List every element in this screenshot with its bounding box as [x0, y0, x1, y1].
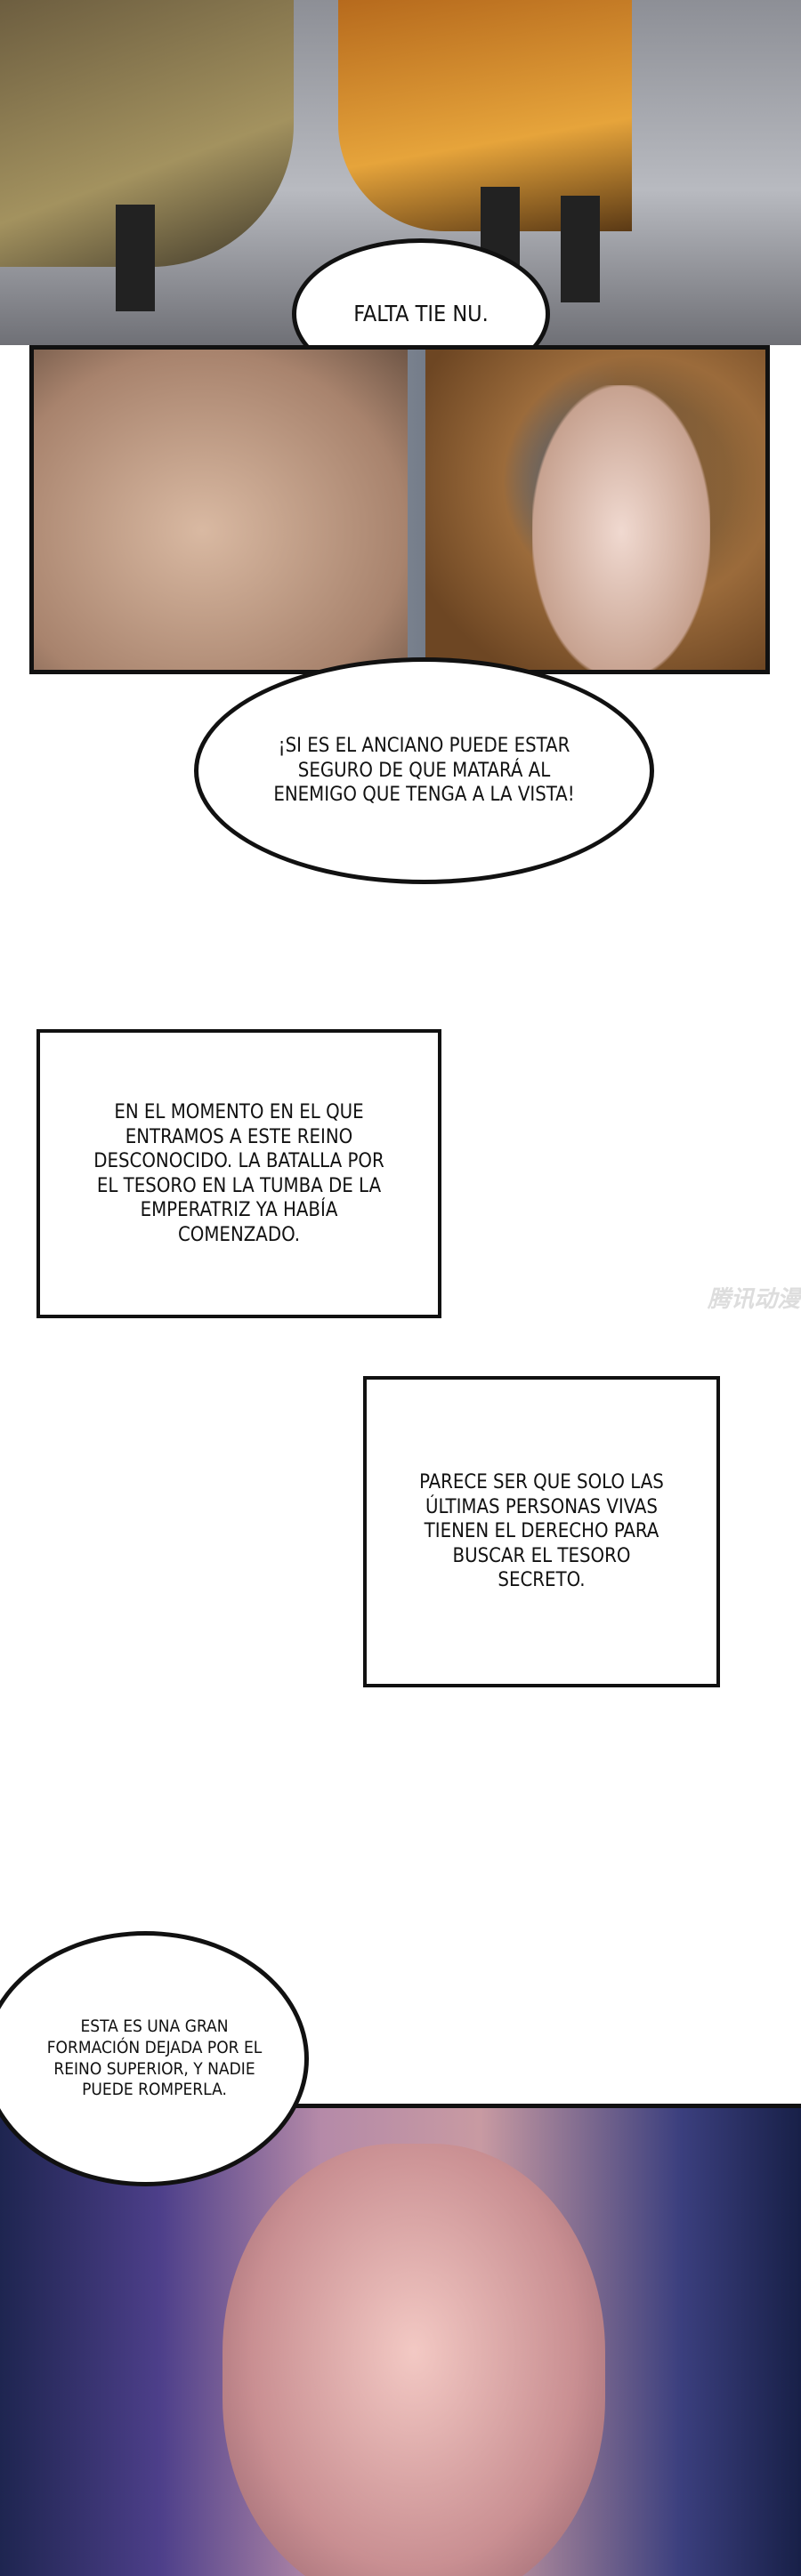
speech-bubble-2: ¡SI ES EL ANCIANO PUEDE ESTAR SEGURO DE … — [194, 657, 654, 884]
elder-face — [34, 350, 408, 670]
watermark: 腾讯动漫 — [708, 1286, 801, 1313]
speech-bubble-3: ESTA ES UNA GRAN FORMACIÓN DEJADA POR EL… — [0, 1931, 309, 2186]
bubble-text: ¡SI ES EL ANCIANO PUEDE ESTAR SEGURO DE … — [273, 735, 575, 807]
caption-box-1: EN EL MOMENTO EN EL QUE ENTRAMOS A ESTE … — [36, 1029, 441, 1318]
caption-text: EN EL MOMENTO EN EL QUE ENTRAMOS A ESTE … — [93, 1101, 384, 1246]
bubble-text: FALTA TIE NU. — [353, 301, 489, 327]
caption-text: PARECE SER QUE SOLO LAS ÚLTIMAS PERSONAS… — [419, 1471, 664, 1592]
leg — [561, 196, 600, 302]
bubble-text: ESTA ES UNA GRAN FORMACIÓN DEJADA POR EL… — [46, 2017, 263, 2100]
leg — [116, 205, 155, 311]
caption-box-2: PARECE SER QUE SOLO LAS ÚLTIMAS PERSONAS… — [363, 1376, 720, 1687]
panel-two-faces — [29, 345, 770, 674]
woman-face — [222, 2144, 605, 2576]
young-face — [532, 385, 710, 670]
